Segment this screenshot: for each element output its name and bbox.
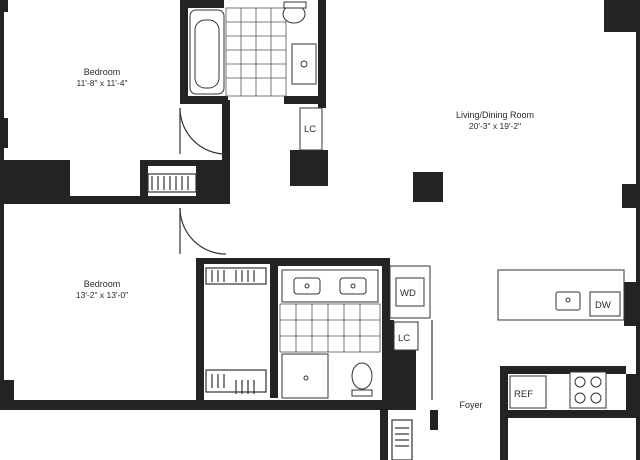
washer-dryer (395, 277, 425, 307)
wall-closet-2-top (196, 258, 276, 264)
toilet-lower (351, 362, 373, 390)
wall-left-pier-1 (0, 118, 8, 148)
toilet-upper-tank (283, 1, 307, 9)
wall-bedroom-1-right (222, 100, 230, 164)
wall-corner-top-right (604, 0, 640, 32)
wall-right-pier-3 (626, 374, 640, 414)
bath-lower: WD LC (279, 265, 431, 399)
wall-kitchen-top (500, 366, 626, 374)
wall-right-pier-2 (624, 282, 640, 326)
wall-bath-lower-left (270, 258, 278, 398)
burner-1 (574, 376, 586, 388)
wall-bottom (0, 400, 416, 410)
wall-closet-1-top (140, 160, 200, 166)
wall-closet-1-left (140, 160, 148, 200)
wall-bedroom-divider-right (196, 160, 230, 204)
sink-upper (300, 60, 308, 68)
linen-closet-lower-label: LC (398, 333, 410, 344)
closet-bedroom-2-upper (205, 267, 267, 285)
wall-foyer-left (380, 410, 388, 460)
foyer-name: Foyer (459, 400, 482, 410)
living-room-name: Living/Dining Room (456, 110, 534, 120)
wall-column-upper (290, 150, 328, 186)
bath-upper: LC (189, 1, 323, 151)
wall-bath-top-left (180, 0, 188, 102)
wall-lower-lc-block (386, 350, 416, 410)
wall-kitchen-bottom (500, 410, 640, 418)
linen-closet-upper (299, 107, 323, 151)
wall-bath-lower-top (270, 258, 390, 266)
wall-bedroom-2-right (196, 258, 204, 408)
bedroom-1-dims: 11'-8" x 11'-4" (76, 78, 127, 88)
wall-corner-top-left (0, 0, 8, 12)
bedroom-2-name: Bedroom (84, 279, 121, 289)
wall-bedroom-divider-left (0, 160, 70, 204)
wall-bath-top-right (318, 0, 326, 108)
linen-closet-upper-label: LC (304, 124, 316, 135)
shower-drain (303, 375, 309, 381)
linen-closet-lower (393, 321, 419, 351)
closet-foyer (391, 419, 413, 460)
wall-bath-top-top (180, 0, 224, 8)
wall-column-living (413, 172, 443, 202)
refrigerator (509, 375, 547, 409)
burner-4 (590, 392, 602, 404)
bedroom-2-dims: 13'-2" x 13'-0" (76, 290, 128, 300)
wall-lower-lc-side (386, 320, 394, 356)
wall-right-pier-1 (622, 184, 640, 208)
closet-bedroom-2-lower (205, 369, 267, 394)
burner-2 (590, 376, 602, 388)
door-swing-bedroom-1 (179, 107, 227, 155)
bathtub-upper-basin (194, 19, 220, 89)
wall-bath-top-bottom-left (180, 96, 228, 104)
door-swing-bedroom-2 (179, 207, 227, 255)
toilet-lower-tank (351, 389, 373, 397)
wall-right-exterior (636, 32, 640, 460)
closet-bedroom-1 (147, 173, 197, 193)
living-room-dims: 20'-3" x 19'-2" (469, 121, 521, 131)
dishwasher-label: DW (595, 300, 611, 311)
tile-grid-upper (225, 7, 287, 97)
washer-dryer-label: WD (400, 288, 416, 299)
range (569, 371, 607, 409)
wall-bedroom-divider-mid (70, 196, 196, 204)
wall-bath-top-bottom-right (284, 96, 326, 104)
wall-left-exterior (0, 12, 4, 407)
kitchen: DW REF (497, 269, 625, 409)
tile-grid-lower (279, 303, 381, 353)
closets (147, 173, 413, 460)
room-labels: Bedroom 11'-8" x 11'-4" Bedroom 13'-2" x… (76, 67, 534, 410)
wall-foyer-stub (430, 410, 438, 430)
refrigerator-label: REF (514, 389, 533, 400)
dishwasher (589, 291, 621, 317)
burner-3 (574, 392, 586, 404)
bedroom-1-name: Bedroom (84, 67, 121, 77)
doors (179, 107, 433, 400)
